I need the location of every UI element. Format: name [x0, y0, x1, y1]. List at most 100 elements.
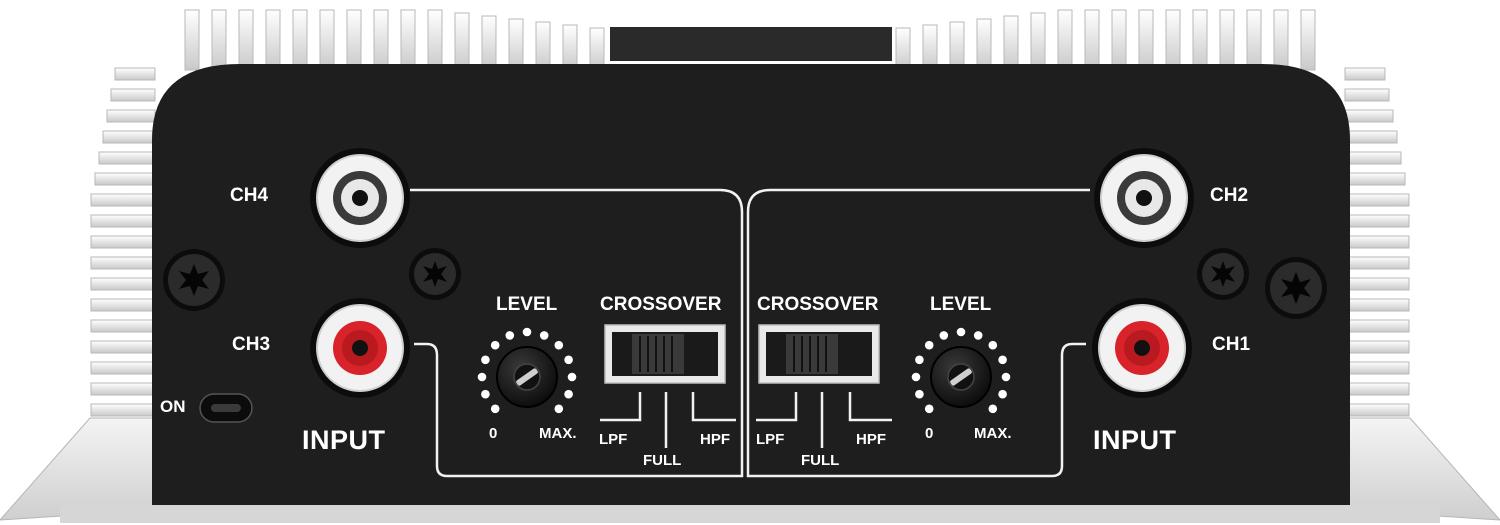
- heatsink-fin: [211, 9, 227, 71]
- heatsink-fin: [454, 12, 470, 71]
- knob-scale-dot: [567, 372, 577, 382]
- knob-scale-dot: [956, 327, 966, 337]
- crossover-switch-left[interactable]: [604, 324, 726, 384]
- ch2-label: CH2: [1210, 185, 1249, 206]
- knob-scale-dot: [539, 331, 549, 340]
- knob-scale-dot: [998, 389, 1007, 399]
- heatsink-fin: [976, 18, 992, 71]
- heatsink-fin: [238, 9, 254, 71]
- heatsink-fin: [90, 403, 156, 417]
- heatsink-fin: [481, 15, 497, 71]
- ch3-label: CH3: [232, 334, 271, 355]
- heatsink-fin: [535, 21, 551, 71]
- heatsink-fin: [319, 9, 335, 71]
- knob-scale-dot: [1001, 372, 1011, 382]
- heatsink-fin: [589, 27, 605, 71]
- knob-scale-dot: [481, 389, 490, 399]
- crossover-tick-lines: [600, 392, 892, 448]
- heatsink-fin: [922, 24, 938, 71]
- heatsink-fin: [1344, 403, 1410, 417]
- power-on-label: ON: [160, 397, 186, 416]
- input-label-left: INPUT: [302, 425, 386, 455]
- heatsink-fin: [1344, 298, 1410, 312]
- heatsink-fin: [1344, 277, 1410, 291]
- heatsink-fin: [1344, 151, 1402, 165]
- rca-jack-ch4[interactable]: [308, 146, 412, 250]
- knob-scale-dot: [522, 327, 532, 337]
- heatsink-fin: [1344, 214, 1410, 228]
- heatsink-fin: [265, 9, 281, 71]
- knob-scale-dot: [988, 404, 998, 414]
- level-knob-right[interactable]: [908, 324, 1014, 430]
- heatsink-fin: [1344, 172, 1406, 186]
- knob-scale-dot: [939, 331, 949, 340]
- knob-scale-dot: [564, 355, 573, 365]
- heatsink-fin: [90, 256, 156, 270]
- heatsink-fin: [114, 67, 156, 81]
- rca-jack-ch3[interactable]: [308, 296, 412, 400]
- knob-scale-dot: [554, 340, 564, 350]
- heatsink-fin: [90, 193, 156, 207]
- heatsink-fin: [949, 21, 965, 71]
- level-min-label-right: 0: [925, 425, 934, 442]
- knob-scale-dot: [915, 355, 924, 365]
- rca-jack-ch2[interactable]: [1092, 146, 1196, 250]
- heatsink-fin: [1273, 9, 1289, 71]
- heatsink-fin: [90, 214, 156, 228]
- knob-scale-dot: [924, 340, 934, 350]
- heatsink-fin: [1003, 15, 1019, 71]
- heatsink-fin: [90, 382, 156, 396]
- heatsink-fin: [1344, 382, 1410, 396]
- level-knob-left[interactable]: [474, 324, 580, 430]
- level-title-right: LEVEL: [930, 294, 992, 315]
- power-indicator-led: [199, 393, 253, 423]
- heatsink-fin: [895, 27, 911, 71]
- heatsink-fin: [400, 9, 416, 71]
- knob-scale-dot: [554, 404, 564, 414]
- heatsink-fin: [1344, 109, 1394, 123]
- crossover-full-left: FULL: [643, 452, 682, 469]
- heatsink-fin: [90, 361, 156, 375]
- heatsink-fin: [1219, 9, 1235, 71]
- crossover-lpf-left: LPF: [599, 431, 628, 448]
- heatsink-fin: [1344, 130, 1398, 144]
- heatsink-fin: [1344, 340, 1410, 354]
- heatsink-fin: [427, 9, 443, 71]
- heatsink-fin: [1138, 9, 1154, 71]
- heatsink-fin: [1344, 319, 1410, 333]
- knob-scale-dot: [481, 355, 490, 365]
- input-label-right: INPUT: [1093, 425, 1177, 455]
- heatsink-fin: [1344, 256, 1410, 270]
- heatsink-fin: [1344, 67, 1386, 81]
- heatsink-fin: [90, 340, 156, 354]
- crossover-switch-right[interactable]: [758, 324, 880, 384]
- knob-scale-dot: [490, 340, 500, 350]
- heatsink-fin: [562, 24, 578, 71]
- heatsink-fin: [292, 9, 308, 71]
- rca-jack-ch1[interactable]: [1090, 296, 1194, 400]
- heatsink-fin: [1165, 9, 1181, 71]
- heatsink-fin: [346, 9, 362, 71]
- torx-screw-icon: [163, 249, 225, 311]
- heatsink-fin: [1300, 9, 1316, 71]
- knob-scale-dot: [477, 372, 487, 382]
- ch1-label: CH1: [1212, 334, 1251, 355]
- knob-scale-dot: [564, 389, 573, 399]
- knob-scale-dot: [924, 404, 934, 414]
- heatsink-fin: [1344, 88, 1390, 102]
- level-min-label-left: 0: [489, 425, 498, 442]
- heatsink-fin: [1344, 361, 1410, 375]
- heatsink-fin: [1057, 9, 1073, 71]
- level-max-label-left: MAX.: [539, 425, 577, 442]
- heatsink-fin: [1030, 12, 1046, 71]
- knob-scale-dot: [915, 389, 924, 399]
- knob-scale-dot: [998, 355, 1007, 365]
- heatsink-fin: [184, 9, 200, 71]
- heatsink-fin: [373, 9, 389, 71]
- heatsink-fin: [110, 88, 156, 102]
- torx-screw-icon: [1265, 257, 1327, 319]
- heatsink-fin: [106, 109, 156, 123]
- ch4-label: CH4: [230, 185, 269, 206]
- knob-scale-dot: [490, 404, 500, 414]
